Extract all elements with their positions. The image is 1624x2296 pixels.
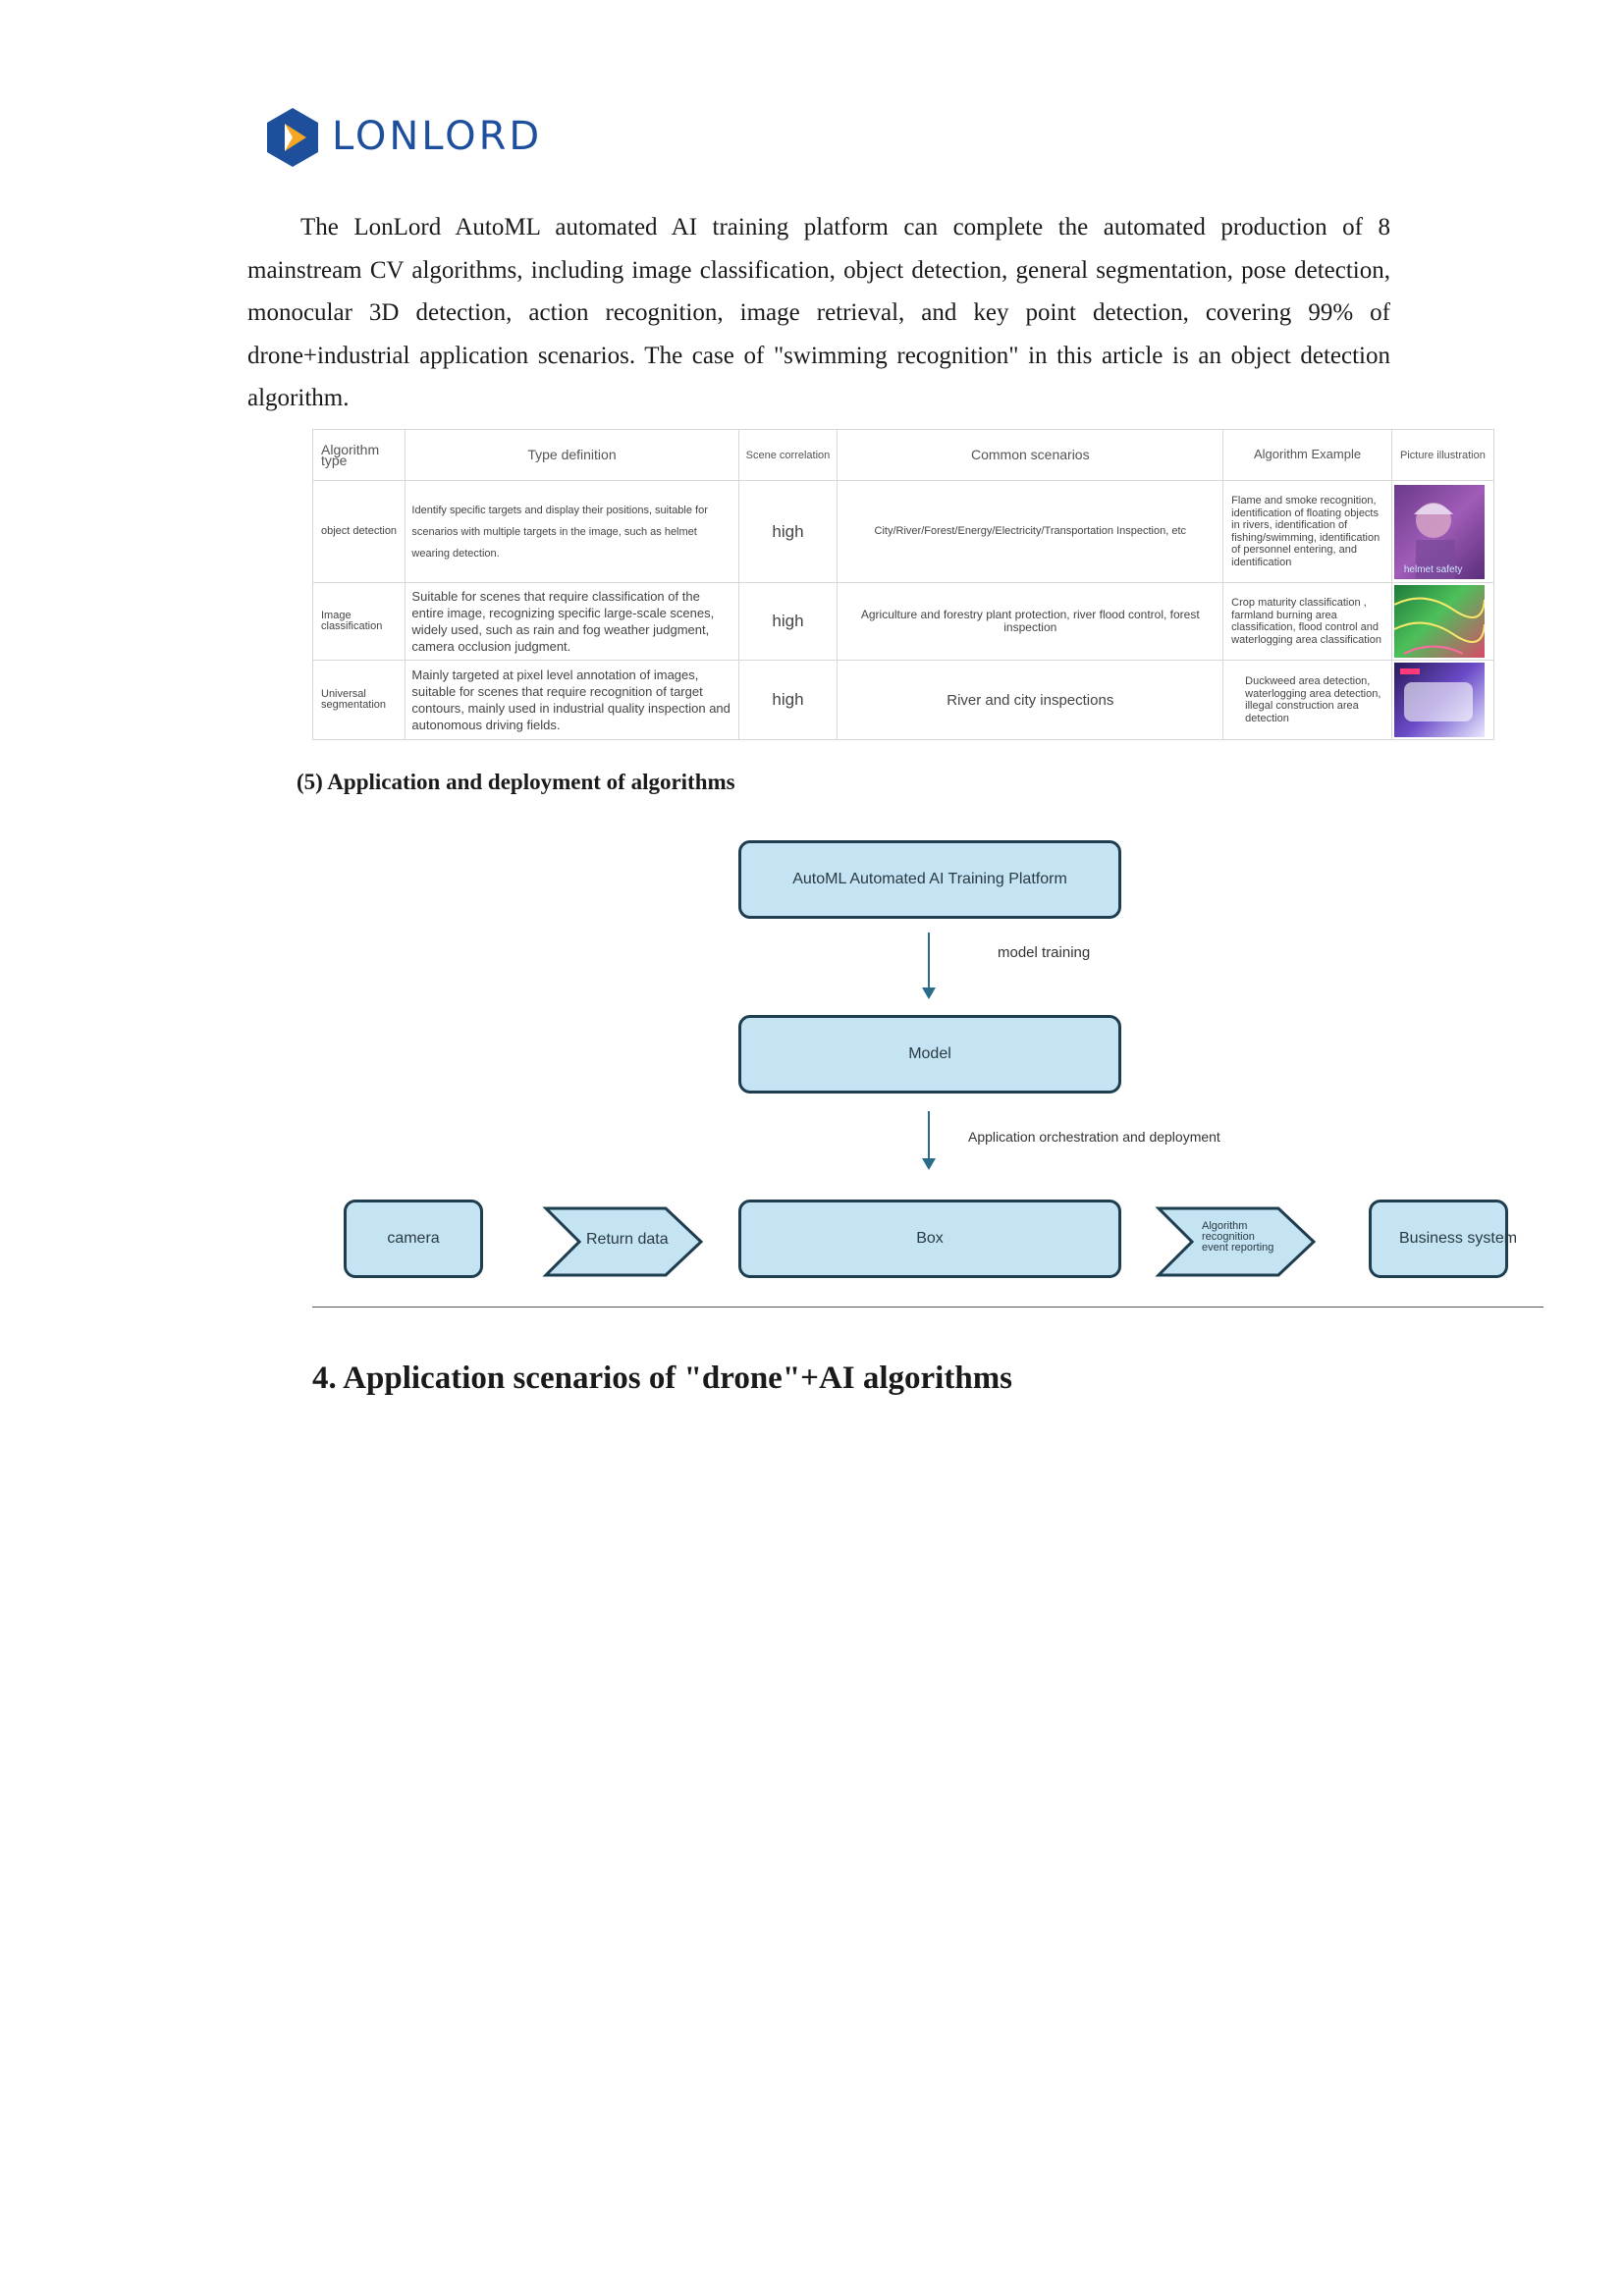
cell-scene: high bbox=[738, 661, 838, 740]
deployment-flow-diagram: AutoML Automated AI Training Platform mo… bbox=[0, 834, 1624, 1315]
cell-definition: Suitable for scenes that require classif… bbox=[406, 583, 738, 661]
cell-picture bbox=[1391, 661, 1493, 740]
business-system-box: Business system bbox=[1369, 1200, 1508, 1278]
cell-scene: high bbox=[738, 583, 838, 661]
cell-definition: Identify specific targets and display th… bbox=[406, 481, 738, 583]
helmet-photo-image: helmet safety bbox=[1394, 485, 1485, 579]
cell-common: Agriculture and forestry plant protectio… bbox=[838, 583, 1223, 661]
box-label: Box bbox=[916, 1230, 944, 1248]
cell-common: City/River/Forest/Energy/Electricity/Tra… bbox=[838, 481, 1223, 583]
intro-paragraph: The LonLord AutoML automated AI training… bbox=[247, 206, 1390, 420]
header-common-scenarios: Common scenarios bbox=[838, 430, 1223, 481]
cell-example: Flame and smoke recognition, identificat… bbox=[1223, 481, 1392, 583]
segmentation-image bbox=[1394, 663, 1485, 737]
header-algorithm-example: Algorithm Example bbox=[1223, 430, 1392, 481]
divider-line bbox=[312, 1307, 1543, 1308]
table-row: Universal segmentation Mainly targeted a… bbox=[313, 661, 1494, 740]
subheading: (5) Application and deployment of algori… bbox=[297, 770, 735, 795]
business-system-label: Business system bbox=[1399, 1230, 1517, 1248]
section-heading: 4. Application scenarios of "drone"+AI a… bbox=[312, 1361, 1012, 1397]
cell-picture: helmet safety bbox=[1391, 481, 1493, 583]
farmland-map-image bbox=[1394, 585, 1485, 658]
picture-caption: helmet safety bbox=[1404, 564, 1462, 575]
model-label: Model bbox=[908, 1045, 951, 1063]
table-row: Image classification Suitable for scenes… bbox=[313, 583, 1494, 661]
box-device: Box bbox=[738, 1200, 1121, 1278]
cell-example: Crop maturity classification , farmland … bbox=[1223, 583, 1392, 661]
return-data-label: Return data bbox=[586, 1231, 669, 1249]
arrow-down-icon bbox=[928, 1111, 930, 1160]
platform-label: AutoML Automated AI Training Platform bbox=[792, 871, 1067, 888]
camera-label: camera bbox=[387, 1230, 439, 1248]
table-row: object detection Identify specific targe… bbox=[313, 481, 1494, 583]
orchestration-label: Application orchestration and deployment bbox=[968, 1129, 1220, 1145]
cell-type: Universal segmentation bbox=[313, 661, 406, 740]
cell-picture bbox=[1391, 583, 1493, 661]
cell-type: Image classification bbox=[313, 583, 406, 661]
cell-scene: high bbox=[738, 481, 838, 583]
table-header-row: Algorithm type Type definition Scene cor… bbox=[313, 430, 1494, 481]
logo-mark-icon bbox=[263, 106, 322, 169]
cell-common: River and city inspections bbox=[838, 661, 1223, 740]
cell-example: Duckweed area detection, waterlogging ar… bbox=[1223, 661, 1392, 740]
company-logo: LONLORD bbox=[263, 106, 558, 175]
algorithm-table: Algorithm type Type definition Scene cor… bbox=[312, 429, 1494, 740]
cell-type: object detection bbox=[313, 481, 406, 583]
logo-text: LONLORD bbox=[332, 114, 542, 159]
camera-box: camera bbox=[344, 1200, 483, 1278]
header-algorithm-type: Algorithm type bbox=[313, 430, 406, 481]
header-picture-illustration: Picture illustration bbox=[1391, 430, 1493, 481]
model-training-label: model training bbox=[998, 944, 1090, 961]
cell-definition: Mainly targeted at pixel level annotatio… bbox=[406, 661, 738, 740]
model-box: Model bbox=[738, 1015, 1121, 1094]
header-type-definition: Type definition bbox=[406, 430, 738, 481]
arrow-down-icon bbox=[928, 933, 930, 989]
event-reporting-label: Algorithm recognition event reporting bbox=[1202, 1221, 1280, 1254]
header-scene-correlation: Scene correlation bbox=[738, 430, 838, 481]
automl-platform-box: AutoML Automated AI Training Platform bbox=[738, 840, 1121, 919]
